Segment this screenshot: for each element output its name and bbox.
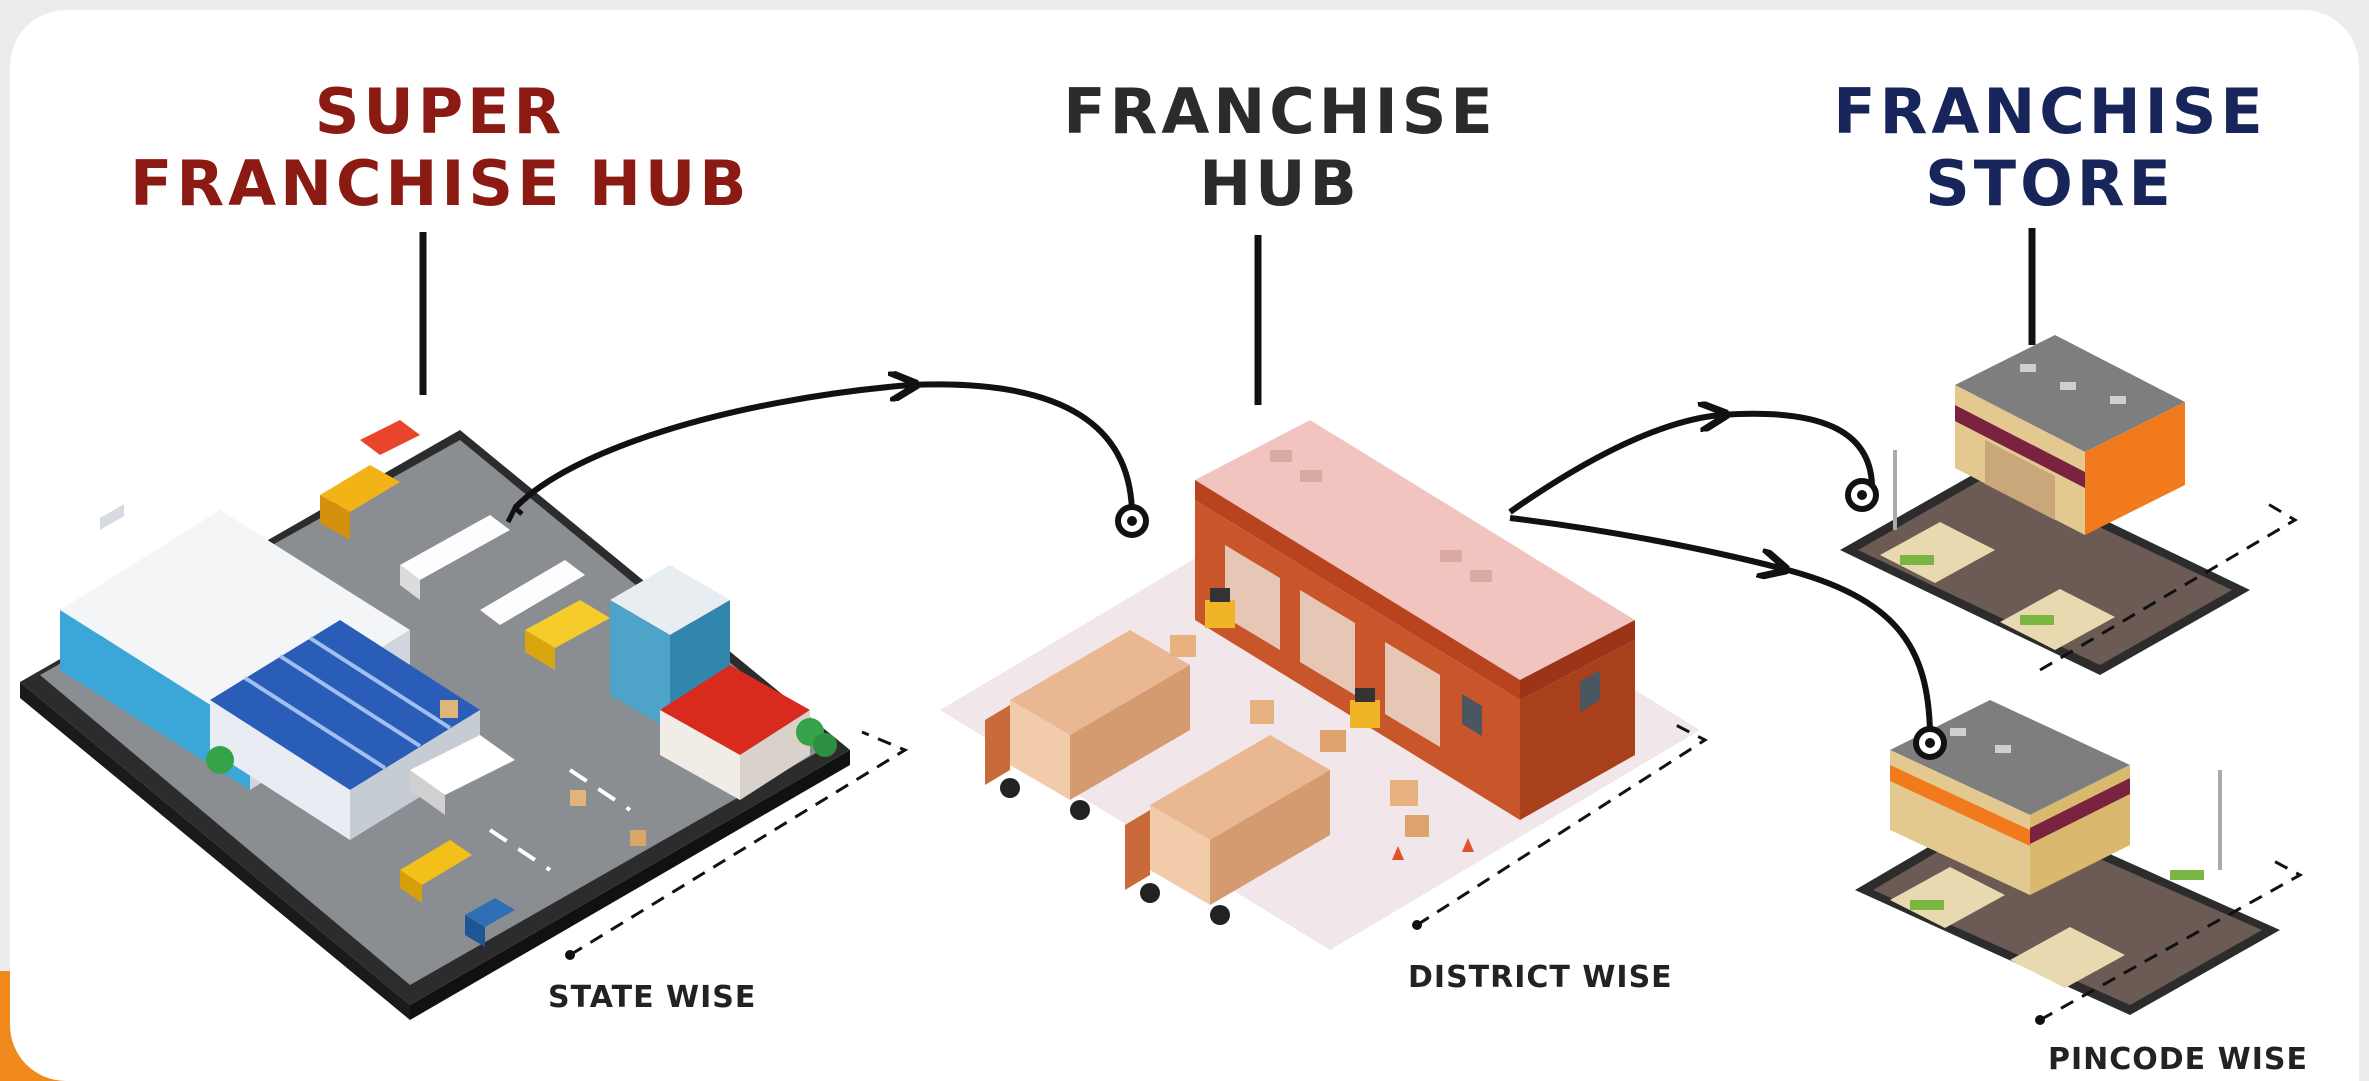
forklift-icon [1350,688,1380,728]
hierarchy-diagram: SUPER FRANCHISE HUB FRANCHISE HUB FRANCH… [10,10,2359,1081]
delivery-truck-icon [985,630,1190,820]
heading-line: SUPER [314,75,566,148]
forklift-icon [1205,588,1235,628]
delivery-truck-icon [400,840,472,903]
delivery-truck-icon [410,735,515,815]
flow-arrow [505,384,1149,538]
super-franchise-hub-heading: SUPER FRANCHISE HUB [130,76,750,220]
retail-store-icon [1840,335,2298,675]
delivery-truck-icon [1125,735,1330,925]
distribution-warehouse-icon [940,420,1708,950]
flow-arrow [1508,414,1879,515]
delivery-truck-icon [400,515,585,625]
heading-line: FRANCHISE HUB [130,147,751,220]
pincode-wise-label: PINCODE WISE [2048,1042,2308,1077]
heading-line: FRANCHISE [1063,75,1497,148]
flow-arrow [1509,515,1947,760]
franchise-store-heading: FRANCHISE STORE [1790,76,2310,220]
franchise-hub-heading: FRANCHISE HUB [1020,76,1540,220]
heading-line: HUB [1199,147,1361,220]
heading-line: STORE [1925,147,2175,220]
retail-store-icon [1855,700,2304,1025]
heading-line: FRANCHISE [1833,75,2267,148]
district-wise-label: DISTRICT WISE [1408,960,1673,995]
state-wise-label: STATE WISE [548,980,757,1015]
warehouse-complex-icon [20,420,909,1020]
diagram-illustration [20,228,2304,1025]
